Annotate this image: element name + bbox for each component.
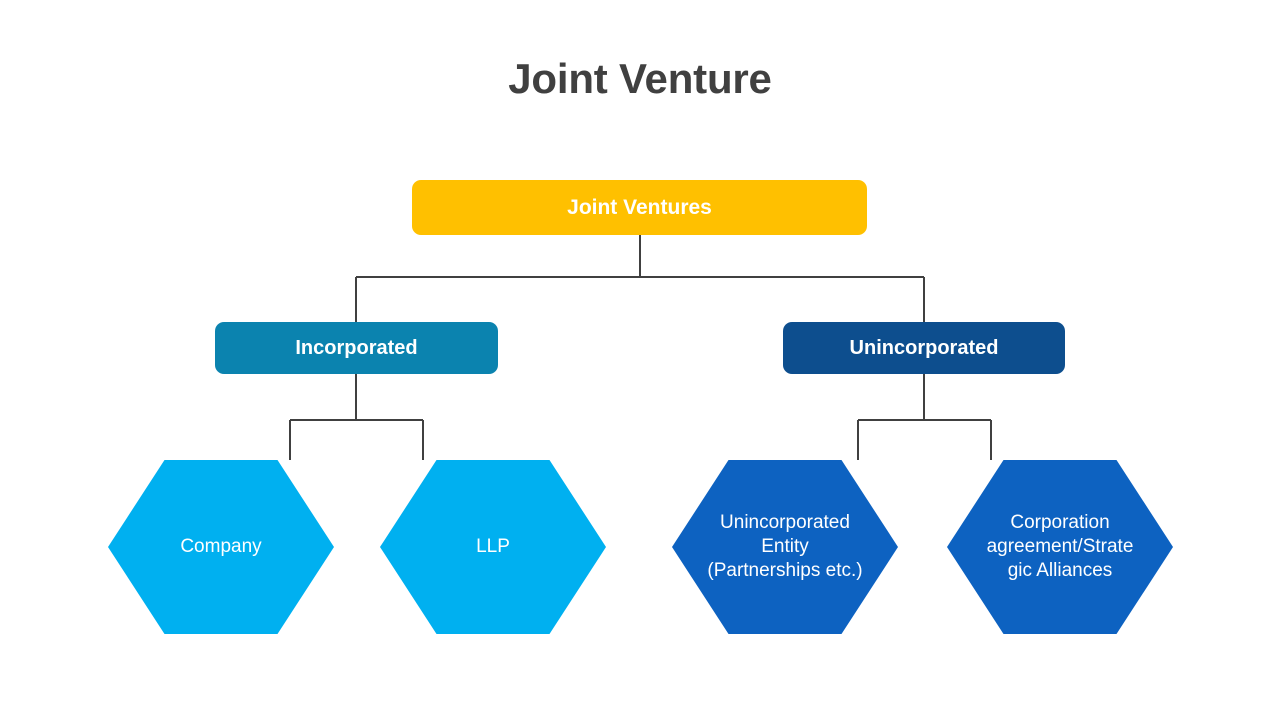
node-unincorporated[interactable]: Unincorporated bbox=[783, 322, 1065, 374]
node-company-line-1: Company bbox=[180, 535, 262, 557]
node-joint-ventures[interactable]: Joint Ventures bbox=[412, 180, 867, 235]
node-incorporated[interactable]: Incorporated bbox=[215, 322, 498, 374]
node-llp-label: LLP bbox=[476, 535, 510, 559]
node-unincorporated-entity-label: Unincorporated Entity (Partnerships etc.… bbox=[707, 511, 862, 584]
node-company-label: Company bbox=[180, 535, 261, 559]
node-unincorporated-entity-line-2: Entity bbox=[761, 535, 809, 557]
node-corporation-agreement-line-2: agreement/Strate bbox=[986, 535, 1134, 557]
node-llp-line-1: LLP bbox=[476, 535, 510, 557]
node-corporation-agreement-line-1: Corporation bbox=[1010, 511, 1110, 533]
node-unincorporated-entity[interactable]: Unincorporated Entity (Partnerships etc.… bbox=[672, 460, 898, 634]
node-llp[interactable]: LLP bbox=[380, 460, 606, 634]
node-corporation-agreement-label: Corporation agreement/Strate gic Allianc… bbox=[987, 511, 1134, 584]
node-corporation-agreement[interactable]: Corporation agreement/Strate gic Allianc… bbox=[947, 460, 1173, 634]
node-unincorporated-entity-line-1: Unincorporated bbox=[720, 511, 850, 533]
page-title: Joint Venture bbox=[508, 55, 772, 102]
node-company[interactable]: Company bbox=[108, 460, 334, 634]
node-corporation-agreement-line-3: gic Alliances bbox=[1007, 560, 1113, 582]
node-unincorporated-entity-line-3: (Partnerships etc.) bbox=[707, 560, 863, 582]
